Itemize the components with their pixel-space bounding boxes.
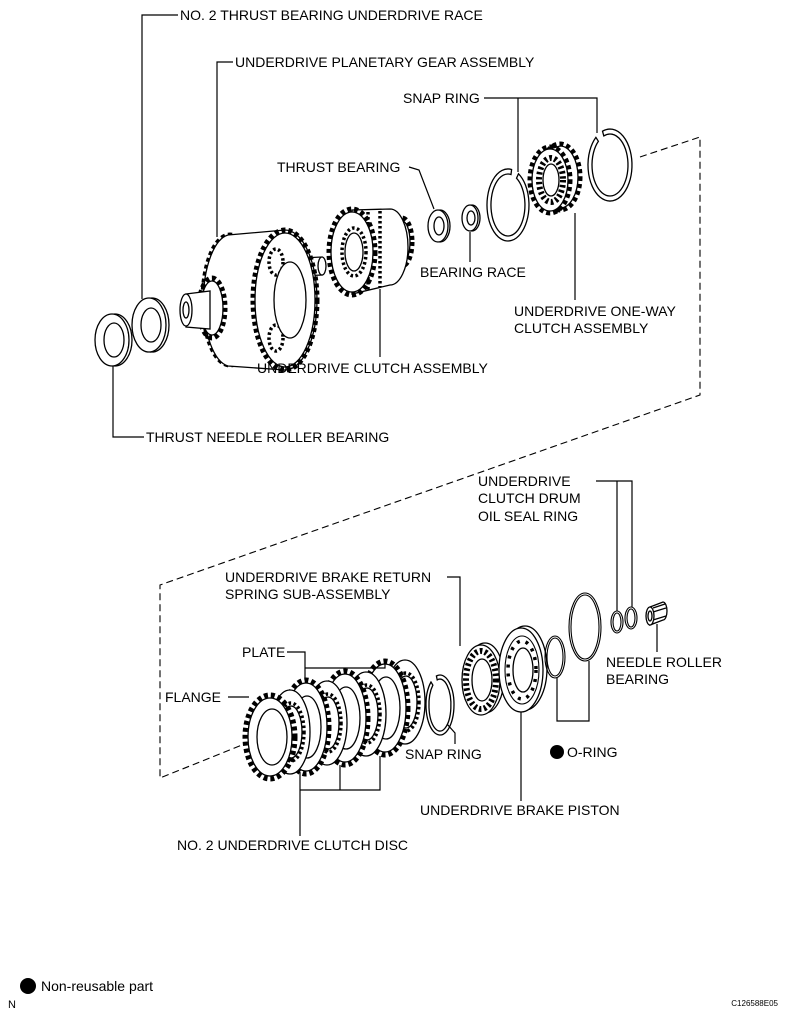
clutch-drum-face-teeth [326,206,378,298]
planet-gear-lower [267,323,285,353]
oil-seal-ring-outer [624,606,638,630]
return-spring-sub-assembly-part [461,642,505,716]
planet-gear-upper [267,247,285,277]
leader-no2-thrust-bearing-race [141,14,178,299]
flange-part [242,692,298,782]
snap-ring-lower-part [425,674,455,736]
label-brake-piston: UNDERDRIVE BRAKE PISTON [420,802,620,818]
label-return-spring-line-2: SPRING SUB-ASSEMBLY [225,586,391,602]
leader-lines [112,14,658,836]
carrier-inner-ring [273,261,307,339]
input-hub-bore [182,301,190,319]
leader-return-spring [447,576,461,646]
o-ring-small-part [544,635,566,679]
label-oil-seal-ring-line-2: CLUTCH DRUM [478,490,581,506]
label-flange: FLANGE [165,689,221,705]
flange-bore [256,708,288,766]
label-thrust-bearing: THRUST BEARING [277,159,400,175]
needle-roller-bearing-part [645,601,668,626]
thrust-bearing-part [427,209,451,243]
label-o-ring: O-RING [567,744,618,760]
label-needle-roller-bearing-line-1: NEEDLE ROLLER [606,654,722,670]
disc-inner-teeth [276,701,306,763]
label-oil-seal-ring-line-3: OIL SEAL RING [478,508,578,524]
label-needle-roller-bearing-line-2: BEARING [606,671,669,687]
label-no2-thrust-bearing-race: NO. 2 THRUST BEARING UNDERDRIVE RACE [180,7,483,23]
o-ring-large-inner [570,594,600,660]
oil-seal-ring-2-part [624,606,638,630]
label-snap-ring-upper: SNAP RING [403,90,480,106]
label-clutch-disc: NO. 2 UNDERDRIVE CLUTCH DISC [177,837,408,853]
leader-thrust-needle-roller-bearing [112,366,144,438]
label-bearing-race: BEARING RACE [420,264,526,280]
disc-inner-teeth [391,671,421,733]
thrust-bearing-bore [433,216,445,236]
leader-snap-ring-lower [446,723,456,744]
disc-inner-teeth [313,692,343,754]
clutch-hub-teeth [389,215,415,269]
label-plate: PLATE [242,644,285,660]
flange-outer-teeth [242,692,298,782]
label-oil-seal-ring-line-1: UNDERDRIVE [478,473,571,489]
underdrive-planetary-gear-assembly-part [179,227,327,373]
o-ring-small-inner [546,637,564,677]
leader-snap-ring-upper [484,97,598,172]
corner-mark: N [8,999,16,1011]
oil-seal-ring-inner [612,612,622,632]
bearing-race-part [461,204,481,232]
leader-thrust-bearing [408,166,435,210]
race-bore [140,307,162,343]
snap-ring-upper-left-part [486,168,530,242]
clutch-pack [242,658,426,782]
underdrive-brake-piston-part [498,625,548,713]
leader-oil-seal-ring [596,480,633,611]
output-shaft-end [317,256,327,276]
assembly-boundary-dashed-line [159,136,701,779]
thrust-needle-roller-bearing-part [94,313,133,367]
callout-labels: NO. 2 THRUST BEARING UNDERDRIVE RACE UND… [146,7,722,853]
underdrive-clutch-assembly-part [326,206,415,298]
o-ring-large-part [568,592,602,662]
o-ring-small-outer [544,635,566,679]
one-way-clutch-front-teeth [527,144,573,216]
return-springs [463,648,499,712]
clutch-inner-spline [340,226,368,278]
label-planetary-gear-assembly: UNDERDRIVE PLANETARY GEAR ASSEMBLY [235,54,535,70]
spring-retainer-bore [471,658,493,702]
legend-text: Non-reusable part [41,978,153,994]
washer-bore [103,322,125,358]
carrier-face-teeth [250,227,320,373]
label-one-way-clutch-line-2: CLUTCH ASSEMBLY [514,320,649,336]
piston-holes [506,639,538,701]
non-reusable-dot-o-ring [550,745,564,759]
leader-clutch-disc [299,756,381,836]
legend: Non-reusable part [20,978,153,994]
needle-bearing-rollers [652,603,667,621]
no2-thrust-bearing-race-part [131,297,170,353]
leader-o-ring [556,661,590,722]
snap-ring-upper-right-part [587,128,633,202]
label-return-spring-line-1: UNDERDRIVE BRAKE RETURN [225,569,431,585]
disc-inner-teeth [352,683,382,745]
leader-planetary-gear-assembly [216,61,233,237]
figure-code: C126588E05 [731,999,778,1008]
underdrive-one-way-clutch-part [527,141,583,216]
non-reusable-dot-icon [20,978,36,994]
oil-seal-ring-1-part [610,610,624,634]
piston-bore [512,647,534,693]
piston-step [504,635,540,705]
oil-seal-ring-inner [626,608,636,628]
leader-plate [287,651,386,680]
one-way-clutch-bore [542,163,560,197]
label-thrust-needle-roller-bearing: THRUST NEEDLE ROLLER BEARING [146,429,389,445]
one-way-clutch-rollers [536,155,566,205]
label-one-way-clutch-line-1: UNDERDRIVE ONE-WAY [514,303,676,319]
needle-bearing-bore [647,610,653,622]
label-snap-ring-lower: SNAP RING [405,746,482,762]
clutch-bore [344,232,364,272]
label-clutch-assembly: UNDERDRIVE CLUTCH ASSEMBLY [257,360,488,376]
bearing-race-bore [466,210,476,226]
o-ring-large-outer [568,592,602,662]
